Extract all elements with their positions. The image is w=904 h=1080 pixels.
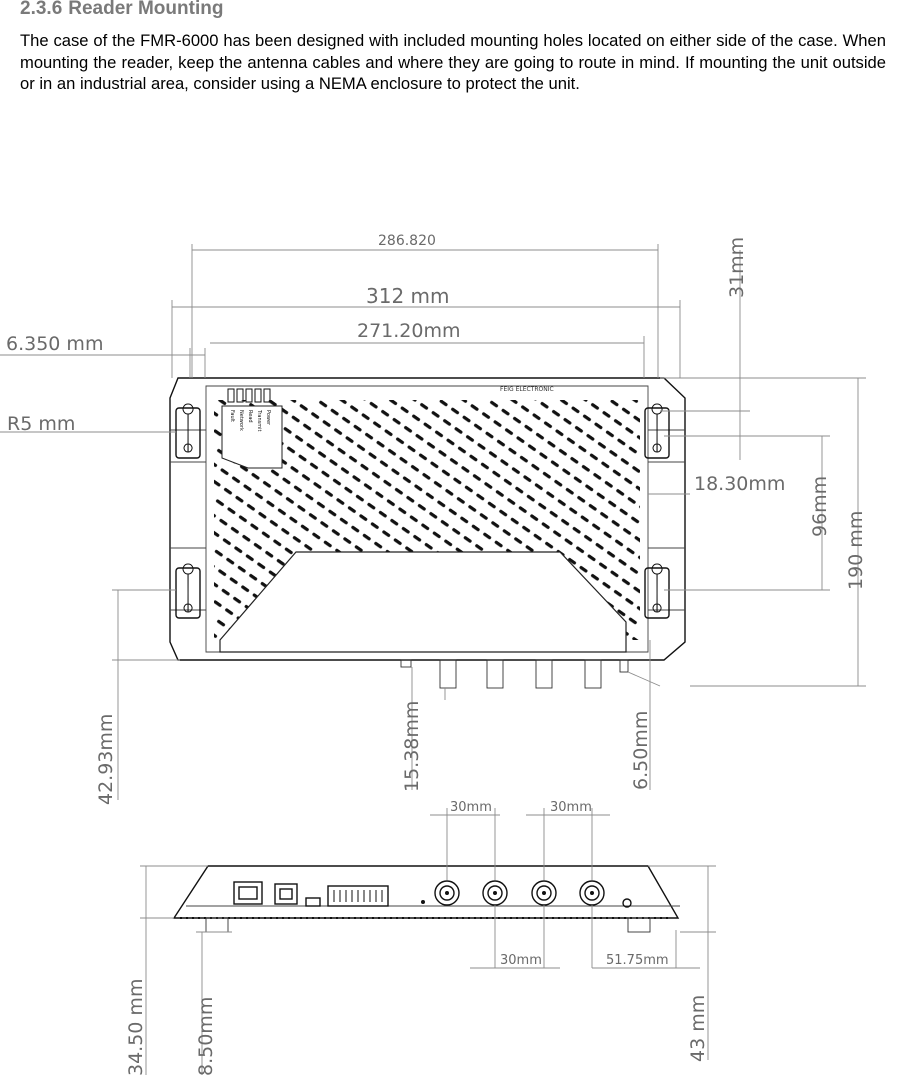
- dim-side-height: 34.50 mm: [125, 979, 147, 1076]
- brand-text: FEIG ELECTRONIC: [500, 386, 554, 393]
- led-label-power: Power: [265, 410, 271, 426]
- dim-hole-spacing: 96mm: [809, 476, 831, 537]
- usb-b-port: [274, 883, 298, 905]
- dim-overall-height: 43 mm: [687, 995, 709, 1062]
- led-label-network: Network: [238, 410, 244, 431]
- status-led-front: [622, 898, 632, 908]
- front-dimensions: 30mm 30mm 30mm 51.75mm 34.50 mm 8.50mm 4…: [125, 800, 716, 1076]
- mounting-hole-bottom-left: [175, 563, 201, 619]
- dim-connector-pitch-2: 30mm: [550, 800, 592, 815]
- dim-connector-pitch-1: 30mm: [450, 800, 492, 815]
- dim-foot-height: 8.50mm: [195, 997, 217, 1076]
- dim-hole-span: 286.820: [378, 233, 436, 249]
- vent-pattern: [214, 400, 640, 640]
- dim-overall-depth: 190 mm: [845, 511, 867, 590]
- dim-connector-depth: 15.38mm: [401, 701, 423, 792]
- front-view: [172, 865, 680, 933]
- mounting-hole-top-left: [175, 403, 201, 459]
- top-dimensions: 286.820 312 mm 271.20mm 6.350 mm R5 mm 3…: [0, 233, 867, 805]
- antenna-connector-1: [434, 880, 460, 906]
- antenna-connector-3: [531, 880, 557, 906]
- dim-edge-offset: 6.350 mm: [6, 333, 103, 355]
- led-indicators: [227, 388, 271, 403]
- mounting-hole-bottom-right: [644, 563, 670, 619]
- dim-inner-width: 271.20mm: [357, 320, 461, 342]
- led-label-fault: Fault: [229, 410, 235, 422]
- dim-overall-width: 312 mm: [366, 284, 450, 308]
- led-label-transmit: Transmit: [256, 409, 262, 431]
- ethernet-port: [233, 881, 263, 905]
- section-heading: 2.3.6 Reader Mounting: [20, 0, 223, 20]
- section-number: 2.3.6: [20, 0, 63, 19]
- antenna-connectors-top: [400, 659, 629, 689]
- dim-top-to-hole: 31mm: [726, 237, 748, 298]
- antenna-connector-4: [579, 880, 605, 906]
- dim-bottom-to-hole: 42.93mm: [95, 714, 117, 805]
- terminal-block: [327, 885, 389, 907]
- dim-hole-inset: 18.30mm: [694, 473, 785, 495]
- dim-connector-pitch-3: 30mm: [500, 953, 542, 968]
- mounting-hole-top-right: [644, 403, 670, 459]
- dim-hole-radius: R5 mm: [7, 413, 75, 435]
- antenna-connector-2: [482, 880, 508, 906]
- dim-foot-depth: 6.50mm: [630, 711, 652, 790]
- body-paragraph: The case of the FMR-6000 has been design…: [20, 31, 886, 93]
- micro-usb-port: [305, 897, 321, 907]
- led-label-read: Read: [247, 410, 253, 423]
- top-view: Fault Network Read Transmit Power FEIG E…: [169, 377, 686, 689]
- dim-connector-to-edge: 51.75mm: [606, 953, 669, 968]
- section-title: Reader Mounting: [68, 0, 224, 19]
